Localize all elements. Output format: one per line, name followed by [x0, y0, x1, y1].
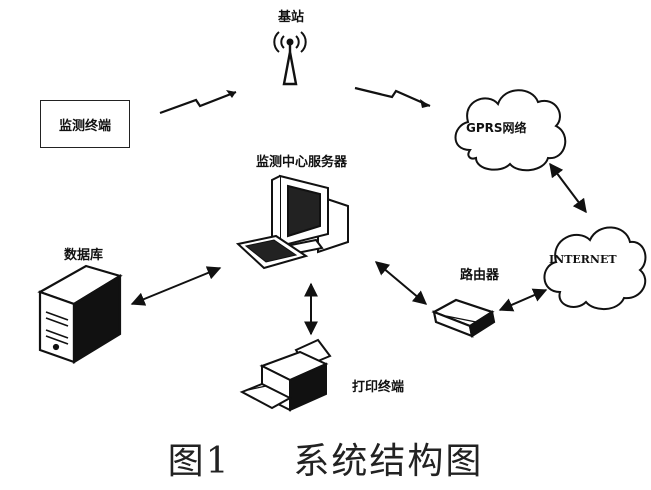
arrow-server-router: [374, 261, 428, 305]
server-tower-icon: [37, 264, 123, 364]
wireless-link-right-icon: [354, 86, 431, 108]
desktop-computer-icon: [235, 174, 349, 270]
monitor-terminal-box: 监测终端: [40, 100, 130, 148]
gprs-cloud-icon: [454, 89, 567, 172]
antenna-tower-icon: [273, 31, 307, 86]
router-icon: [431, 298, 496, 338]
server-label: 监测中心服务器: [256, 155, 348, 170]
figure-title: 系统结构图: [293, 441, 484, 482]
internet-label: INTERNET: [549, 253, 617, 266]
database-label: 数据库: [64, 248, 104, 263]
arrow-database-server: [130, 266, 222, 306]
printer-icon: [239, 338, 332, 412]
gprs-network-label: GPRS网络: [466, 121, 527, 135]
figure-caption: 图1 系统结构图: [0, 432, 651, 484]
monitor-terminal-label: 监测终端: [58, 118, 111, 134]
base-station-label: 基站: [278, 10, 305, 25]
arrow-router-internet: [498, 288, 548, 312]
print-terminal-label: 打印终端: [352, 380, 405, 395]
figure-number: 图1: [167, 441, 231, 482]
internet-cloud-icon: [543, 226, 647, 310]
arrow-gprs-internet: [549, 162, 587, 214]
wireless-link-left-icon: [159, 90, 237, 115]
router-label: 路由器: [460, 268, 500, 283]
